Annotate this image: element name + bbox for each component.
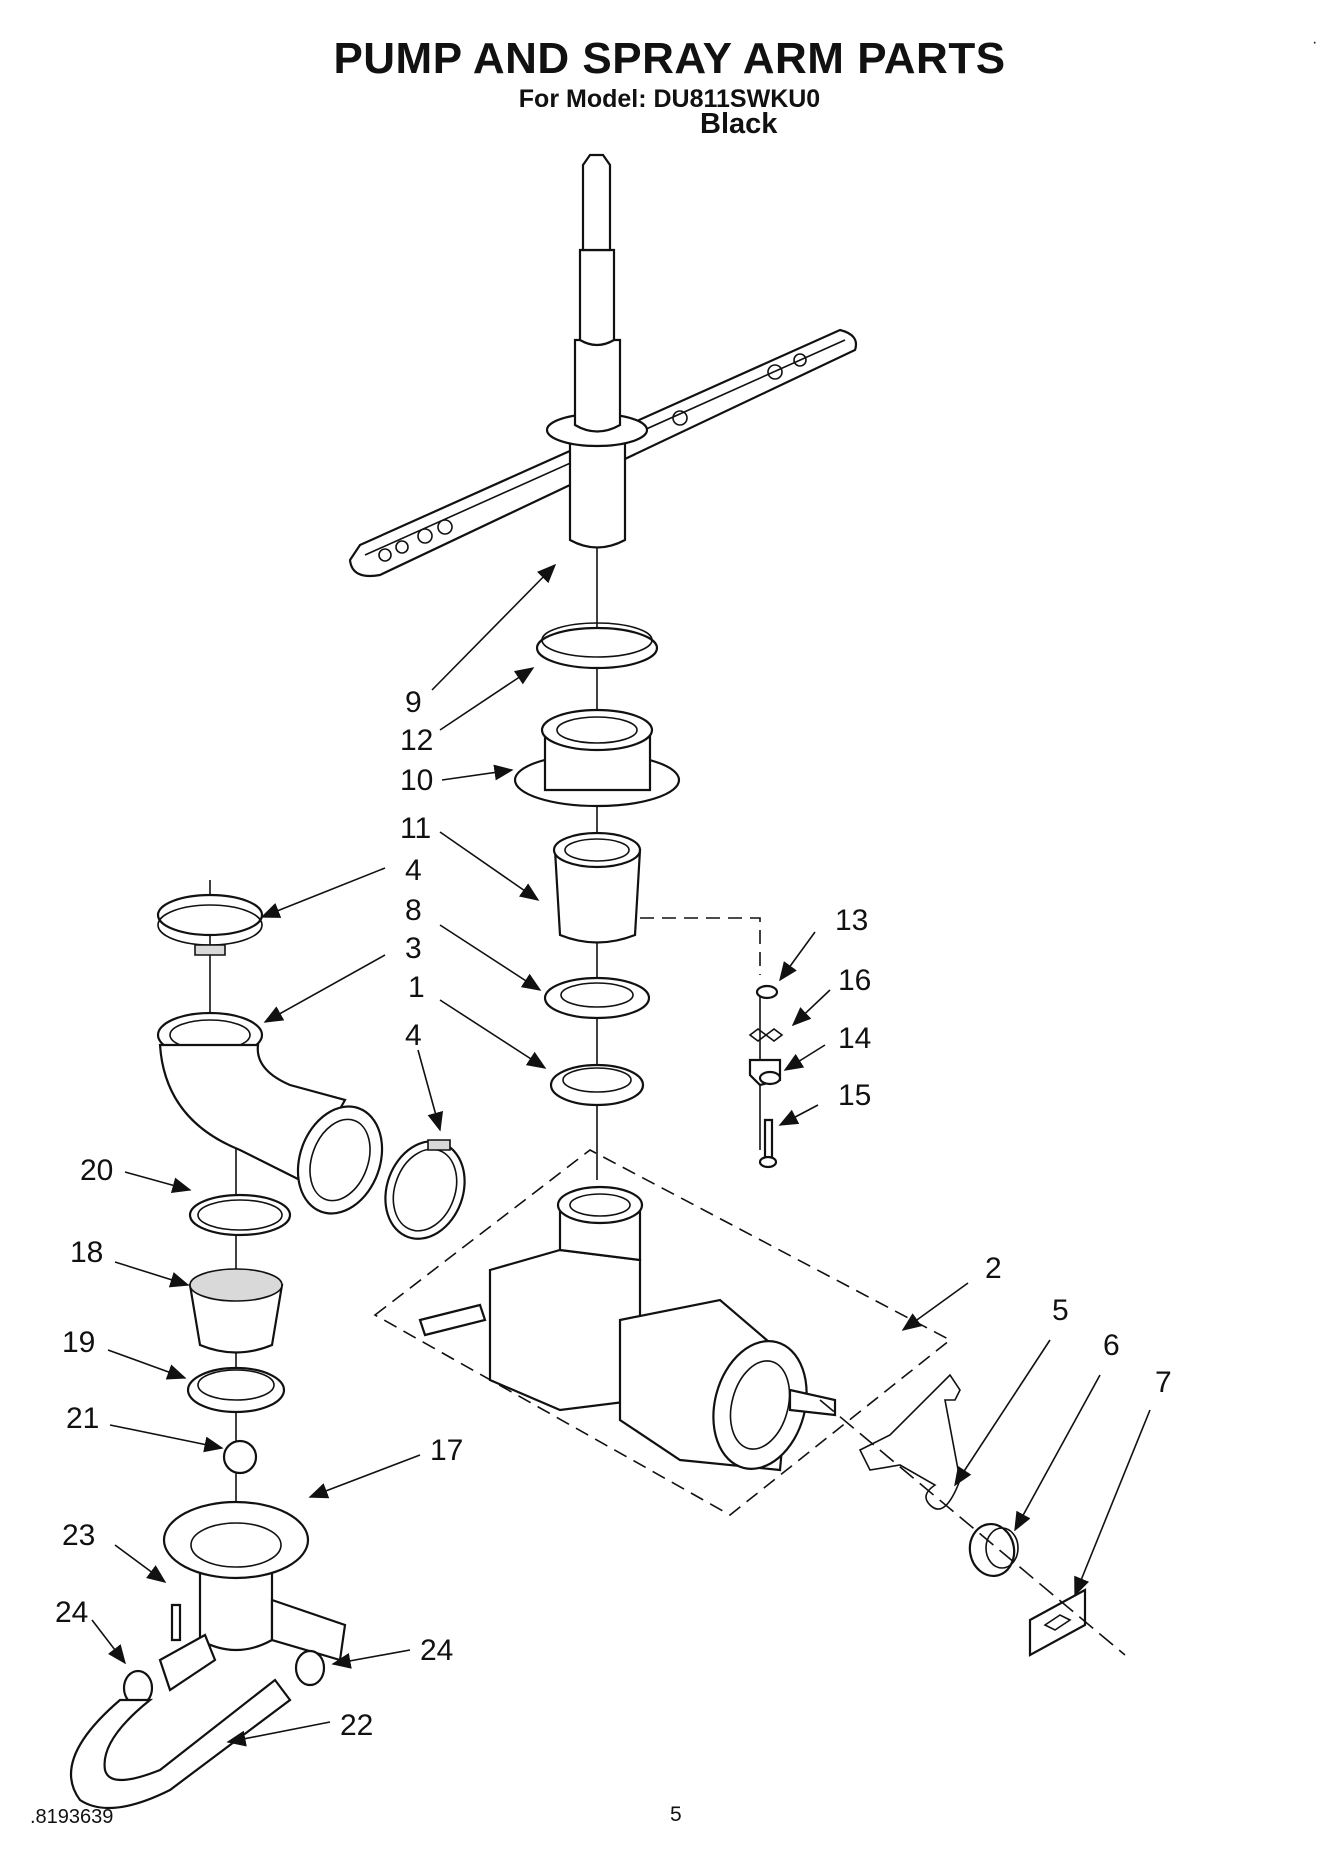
leader-22 <box>226 1721 331 1747</box>
leader-13 <box>779 931 816 982</box>
callout-16: 16 <box>838 964 871 997</box>
leader-3 <box>263 954 386 1023</box>
leader-8 <box>439 924 542 991</box>
leader-5 <box>954 1339 1051 1487</box>
leader-4b <box>417 1049 444 1132</box>
callout-4a: 4 <box>405 854 422 887</box>
leader-11 <box>439 831 540 901</box>
leader-21 <box>109 1424 224 1453</box>
leader-15 <box>778 1104 819 1126</box>
hose-clamp-lower <box>384 1139 466 1240</box>
leader-23 <box>114 1544 167 1583</box>
callout-12: 12 <box>400 724 433 757</box>
leader-4a <box>260 867 386 918</box>
callout-3: 3 <box>405 932 422 965</box>
spray-arm-nut <box>513 708 681 808</box>
callout-11: 11 <box>400 812 431 845</box>
callout-21: 21 <box>66 1402 99 1435</box>
callout-22: 22 <box>340 1709 373 1742</box>
callout-4b: 4 <box>405 1019 422 1052</box>
pump-motor-outline <box>373 1149 952 1516</box>
strainer <box>188 1268 284 1354</box>
fastener-stack <box>748 984 784 1169</box>
callout-1: 1 <box>408 971 425 1004</box>
leader-17 <box>308 1454 421 1499</box>
leader-20 <box>124 1171 192 1194</box>
leader-24b <box>331 1649 411 1669</box>
leader-18 <box>114 1261 190 1288</box>
spray-arm-support <box>552 831 642 944</box>
callout-14: 14 <box>838 1022 871 1055</box>
check-ball <box>222 1439 258 1475</box>
callout-10: 10 <box>400 764 433 797</box>
seal-1 <box>549 1063 645 1107</box>
leader-10 <box>441 764 514 781</box>
drain-hose <box>70 1678 292 1810</box>
drain-housing <box>158 1500 347 1692</box>
leader-1 <box>439 999 547 1069</box>
mounting-screw <box>170 1603 182 1642</box>
access-plate <box>1028 1588 1087 1657</box>
callout-24a: 24 <box>55 1596 88 1629</box>
leader-9 <box>431 563 557 691</box>
leader-14 <box>783 1044 826 1071</box>
callout-13: 13 <box>835 904 868 937</box>
leader-19 <box>107 1349 187 1380</box>
callout-2: 2 <box>985 1252 1002 1285</box>
corner-mark: · <box>1312 34 1318 51</box>
callout-19: 19 <box>62 1326 95 1359</box>
spray-arm-assembly <box>348 153 858 578</box>
gasket-19 <box>186 1366 286 1414</box>
leader-2 <box>901 1282 969 1331</box>
leader-12 <box>439 667 535 731</box>
pump-motor-assembly <box>418 1185 837 1472</box>
elbow-hose <box>156 1011 384 1215</box>
document-number: .8193639 <box>30 1806 114 1828</box>
leader-6 <box>1014 1374 1101 1532</box>
leader-7 <box>1074 1409 1151 1597</box>
page-number: 5 <box>670 1803 682 1826</box>
motor-bracket <box>858 1373 961 1510</box>
callout-9: 9 <box>405 686 422 719</box>
model-line: For Model: DU811SWKU0 <box>518 85 821 113</box>
fastener-leader-line <box>640 917 761 975</box>
snap-ring <box>535 622 659 670</box>
callout-24b: 24 <box>420 1634 453 1667</box>
gasket-8 <box>543 976 651 1020</box>
motor-axis-line <box>819 1399 1126 1656</box>
leader-24a <box>91 1619 126 1665</box>
hose-clamp-upper <box>156 893 264 956</box>
callout-7: 7 <box>1155 1366 1172 1399</box>
model-color: Black <box>700 108 778 140</box>
hose-clamp-right <box>294 1649 326 1687</box>
callout-17: 17 <box>430 1434 463 1467</box>
callout-8: 8 <box>405 894 422 927</box>
callout-20: 20 <box>80 1154 113 1187</box>
callout-15: 15 <box>838 1079 871 1112</box>
callout-5: 5 <box>1052 1294 1069 1327</box>
callout-23: 23 <box>62 1519 95 1552</box>
grommet <box>968 1523 1019 1577</box>
gasket-20 <box>188 1193 292 1237</box>
leader-16 <box>791 989 831 1027</box>
callout-18: 18 <box>70 1236 103 1269</box>
page-title: PUMP AND SPRAY ARM PARTS <box>333 34 1006 83</box>
callout-6: 6 <box>1103 1329 1120 1362</box>
